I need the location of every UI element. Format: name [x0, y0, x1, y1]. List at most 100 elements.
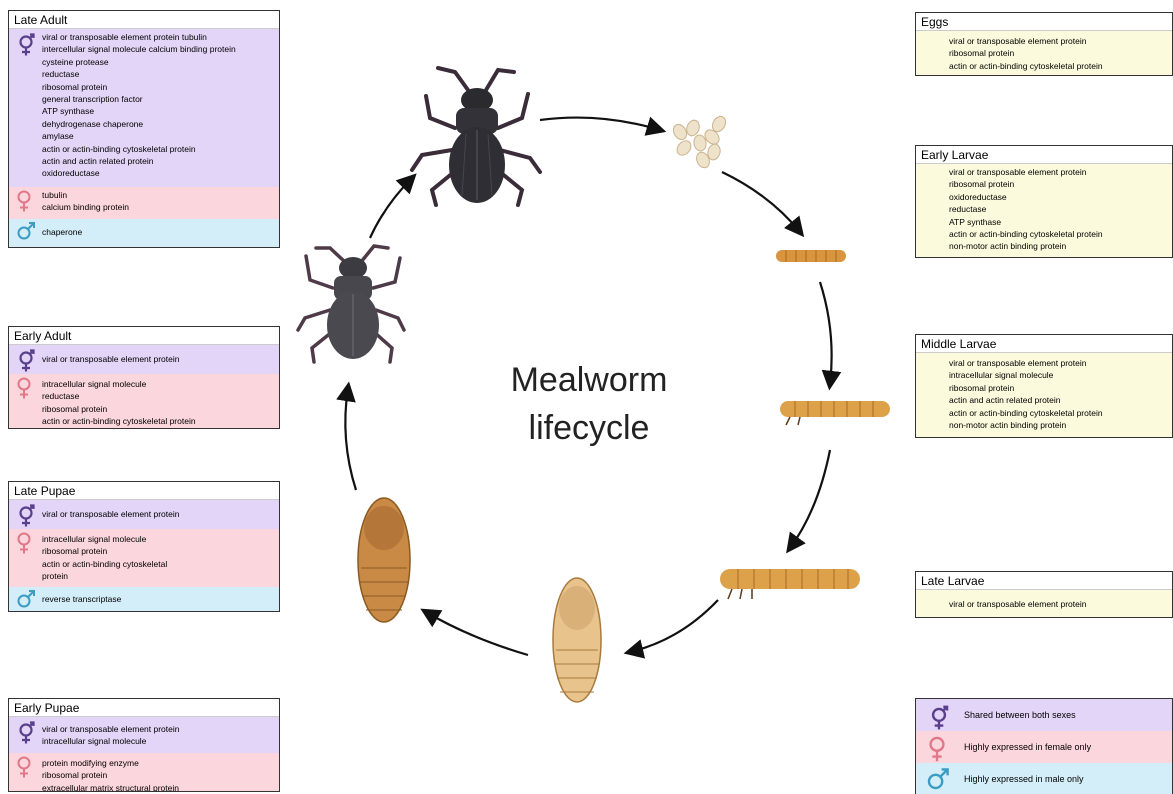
list-item: actin and actin related protein	[42, 155, 275, 167]
early-pupae-female-section: protein modifying enzyme ribosomal prote…	[9, 753, 279, 792]
list-item: viral or transposable element protein	[949, 166, 1168, 178]
list-item: ribosomal protein	[42, 81, 275, 93]
list-item: extracellular matrix structural protein	[42, 782, 275, 792]
female-symbol-icon	[926, 735, 948, 765]
list-item: amylase	[42, 130, 275, 142]
male-symbol-icon	[16, 589, 36, 612]
list-item: viral or transposable element protein	[42, 353, 275, 365]
list-item: ribosomal protein	[949, 47, 1168, 59]
legend-male-row: Highly expressed in male only	[916, 763, 1172, 794]
list-item: non-motor actin binding protein	[949, 419, 1168, 431]
list-item: viral or transposable element protein	[949, 35, 1168, 47]
early-larvae-box: Early Larvae viral or transposable eleme…	[915, 145, 1173, 258]
legend-female-row: Highly expressed in female only	[916, 731, 1172, 763]
list-item: reductase	[949, 203, 1168, 215]
late-larvae-title: Late Larvae	[916, 572, 1172, 590]
female-symbol-icon	[16, 531, 32, 559]
list-item: ribosomal protein	[42, 403, 275, 415]
late-larva-illustration	[720, 569, 860, 599]
list-item: actin or actin-binding cytoskeletal prot…	[42, 143, 275, 155]
arrow-middle-to-late-larvae	[790, 450, 830, 548]
list-item: reductase	[42, 390, 275, 402]
list-item: tubulin	[42, 189, 275, 201]
list-item: intracellular signal molecule	[42, 533, 275, 545]
early-adult-box: Early Adult viral or transposable elemen…	[8, 326, 280, 429]
list-item: actin or actin-binding cytoskeletal	[42, 558, 275, 570]
list-item: ribosomal protein	[949, 178, 1168, 190]
intersex-symbol-icon	[16, 347, 36, 377]
list-item: intracellular signal molecule	[949, 369, 1168, 381]
list-item: actin or actin-binding cytoskeletal prot…	[949, 60, 1168, 72]
early-larvae-section: viral or transposable element protein ri…	[916, 164, 1172, 258]
list-item: chaperone	[42, 226, 275, 238]
intersex-symbol-icon	[16, 719, 36, 749]
early-adult-beetle-illustration	[298, 246, 404, 362]
late-adult-shared-section: viral or transposable element protein tu…	[9, 29, 279, 187]
late-adult-title: Late Adult	[9, 11, 279, 29]
list-item: intercellular signal molecule calcium bi…	[42, 43, 275, 55]
intersex-symbol-icon	[926, 703, 952, 733]
diagram-title-line1: Mealworm	[484, 356, 694, 404]
arrow-late-larvae-to-early-pupae	[630, 600, 718, 652]
eggs-section: viral or transposable element protein ri…	[916, 31, 1172, 76]
eggs-title: Eggs	[916, 13, 1172, 31]
legend-box: Shared between both sexes Highly express…	[915, 698, 1173, 794]
list-item: viral or transposable element protein	[949, 357, 1168, 369]
list-item: intracellular signal molecule	[42, 378, 275, 390]
list-item: non-motor actin binding protein	[949, 240, 1168, 252]
eggs-illustration	[671, 114, 728, 170]
list-item: oxidoreductase	[42, 167, 275, 179]
list-item: viral or transposable element protein	[949, 598, 1168, 610]
list-item: ATP synthase	[949, 216, 1168, 228]
late-pupae-female-section: intracellular signal molecule ribosomal …	[9, 529, 279, 587]
list-item: actin and actin related protein	[949, 394, 1168, 406]
late-pupae-box: Late Pupae viral or transposable element…	[8, 481, 280, 612]
list-item: actin or actin-binding cytoskeletal prot…	[42, 415, 275, 427]
list-item: viral or transposable element protein	[42, 723, 275, 735]
intersex-symbol-icon	[16, 31, 36, 61]
list-item: reductase	[42, 68, 275, 80]
arrow-late-pupae-to-early-adult	[345, 388, 356, 490]
female-symbol-icon	[16, 189, 32, 217]
early-larvae-title: Early Larvae	[916, 146, 1172, 164]
list-item: calcium binding protein	[42, 201, 275, 213]
late-adult-beetle-illustration	[412, 68, 540, 205]
arrow-early-to-late-pupae	[426, 612, 528, 655]
late-larvae-section: viral or transposable element protein	[916, 590, 1172, 618]
late-adult-box: Late Adult viral or transposable element…	[8, 10, 280, 248]
list-item: reverse transcriptase	[42, 593, 275, 605]
late-adult-male-section: chaperone	[9, 219, 279, 247]
late-pupae-shared-section: viral or transposable element protein	[9, 500, 279, 529]
list-item: ATP synthase	[42, 105, 275, 117]
early-pupae-shared-section: viral or transposable element protein in…	[9, 717, 279, 753]
legend-shared-row: Shared between both sexes	[916, 699, 1172, 731]
early-pupae-box: Early Pupae viral or transposable elemen…	[8, 698, 280, 792]
late-adult-female-section: tubulin calcium binding protein	[9, 187, 279, 219]
middle-larvae-section: viral or transposable element protein in…	[916, 353, 1172, 438]
male-symbol-icon	[926, 767, 950, 793]
arrow-early-to-middle-larvae	[820, 282, 832, 384]
arrow-early-to-late-adult	[370, 178, 412, 238]
list-item: oxidoreductase	[949, 191, 1168, 203]
diagram-title-line2: lifecycle	[484, 404, 694, 452]
late-larvae-box: Late Larvae viral or transposable elemen…	[915, 571, 1173, 618]
late-pupa-illustration	[358, 498, 410, 622]
female-symbol-icon	[16, 376, 32, 404]
early-adult-female-section: intracellular signal molecule reductase …	[9, 374, 279, 429]
middle-larvae-box: Middle Larvae viral or transposable elem…	[915, 334, 1173, 438]
list-item: protein	[42, 570, 275, 582]
early-pupae-title: Early Pupae	[9, 699, 279, 717]
legend-shared-label: Shared between both sexes	[964, 710, 1076, 720]
early-pupa-illustration	[553, 578, 601, 702]
early-adult-title: Early Adult	[9, 327, 279, 345]
list-item: cysteine protease	[42, 56, 275, 68]
middle-larvae-title: Middle Larvae	[916, 335, 1172, 353]
arrow-eggs-to-early-larvae	[722, 172, 800, 232]
late-pupae-male-section: reverse transcriptase	[9, 587, 279, 611]
list-item: ribosomal protein	[42, 769, 275, 781]
list-item: dehydrogenase chaperone	[42, 118, 275, 130]
list-item: actin or actin-binding cytoskeletal prot…	[949, 228, 1168, 240]
list-item: viral or transposable element protein tu…	[42, 31, 275, 43]
arrow-adult-to-eggs	[540, 118, 660, 130]
diagram-title: Mealworm lifecycle	[484, 356, 694, 452]
